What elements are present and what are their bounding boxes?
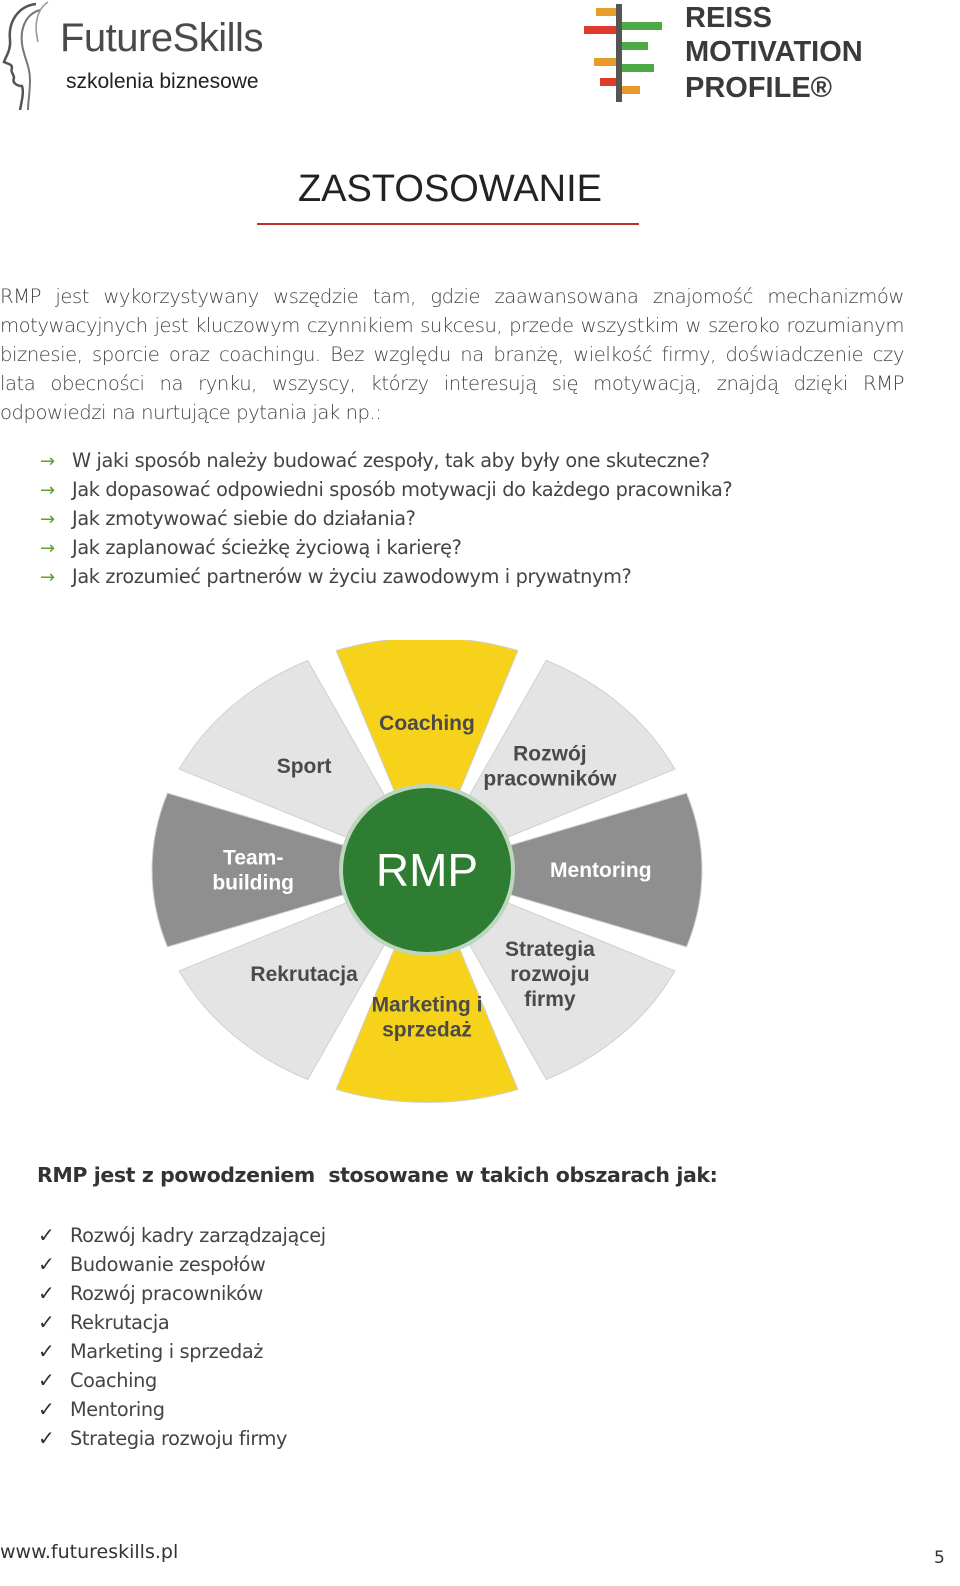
wheel-segment-label: Rekrutacja xyxy=(250,963,358,986)
page-number: 5 xyxy=(934,1548,945,1568)
rmp-logo-word-3: PROFILE® xyxy=(685,72,833,104)
wheel-segment xyxy=(435,877,676,1081)
wheel-segment xyxy=(335,640,519,853)
check-icon: ✓ xyxy=(38,1281,55,1305)
reiss-motivation-profile-logo: REISS MOTIVATION PROFILE® xyxy=(580,0,880,112)
rmp-logo-word-2: MOTIVATION xyxy=(685,36,863,68)
check-icon: ✓ xyxy=(38,1339,55,1363)
wheel-segment-label: Sport xyxy=(277,755,332,778)
futureskills-logo: FutureSkills szkolenia biznesowe xyxy=(0,0,330,112)
list-item: ✓Strategia rozwoju firmy xyxy=(38,1424,326,1453)
wheel-center-label: RMP xyxy=(376,844,478,896)
head-profile-icon xyxy=(2,1,49,111)
brand-tagline: szkolenia biznesowe xyxy=(66,70,259,93)
page-title: ZASTOSOWANIE xyxy=(297,168,603,210)
list-item: →W jaki sposób należy budować zespoły, t… xyxy=(40,446,732,475)
arrow-right-icon: → xyxy=(40,567,55,588)
wheel-segment xyxy=(335,887,519,1104)
rmp-bars-icon xyxy=(584,4,662,102)
arrow-right-icon: → xyxy=(40,538,55,559)
list-item: ✓Coaching xyxy=(38,1366,326,1395)
list-item: →Jak zrozumieć partnerów w życiu zawodow… xyxy=(40,562,732,591)
list-item: ✓Marketing i sprzedaż xyxy=(38,1337,326,1366)
check-icon: ✓ xyxy=(38,1223,55,1247)
check-icon: ✓ xyxy=(38,1368,55,1392)
wheel-segment xyxy=(178,877,419,1081)
check-icon: ✓ xyxy=(38,1426,55,1450)
list-item: ✓Rekrutacja xyxy=(38,1308,326,1337)
wheel-segment xyxy=(447,792,703,948)
wheel-segment-label: Coaching xyxy=(379,712,475,735)
list-item: →Jak dopasować odpowiedni sposób motywac… xyxy=(40,475,733,504)
wheel-center-circle xyxy=(339,784,515,956)
check-icon: ✓ xyxy=(38,1397,55,1421)
rmp-logo-word-1: REISS xyxy=(685,2,773,34)
list-item: →Jak zaplanować ścieżkę życiową i karier… xyxy=(40,533,732,562)
list-item: ✓Rozwój pracowników xyxy=(38,1279,326,1308)
list-item: →Jak zmotywować siebie do działania? xyxy=(40,504,732,533)
title-underline xyxy=(257,223,639,225)
wheel-segment-label: Mentoring xyxy=(550,859,651,882)
wheel-segment xyxy=(178,659,419,863)
check-icon: ✓ xyxy=(38,1252,55,1276)
areas-heading: RMP jest z powodzeniem stosowane w takic… xyxy=(37,1163,718,1187)
arrow-right-icon: → xyxy=(40,509,55,530)
wheel-segment xyxy=(151,792,407,948)
wheel-segment-label: Team-building xyxy=(212,847,294,895)
list-item: ✓Mentoring xyxy=(38,1395,326,1424)
check-icon: ✓ xyxy=(38,1310,55,1334)
wheel-segment xyxy=(435,659,676,863)
areas-list: ✓Rozwój kadry zarządzającej ✓Budowanie z… xyxy=(38,1221,326,1453)
brand-name: FutureSkills xyxy=(60,16,263,60)
list-item: ✓Budowanie zespołów xyxy=(38,1250,326,1279)
footer-url[interactable]: www.futureskills.pl xyxy=(0,1541,179,1563)
list-item: ✓Rozwój kadry zarządzającej xyxy=(38,1221,326,1250)
intro-paragraph: RMP jest wykorzystywany wszędzie tam, gd… xyxy=(0,285,904,424)
arrow-right-icon: → xyxy=(40,451,55,472)
arrow-right-icon: → xyxy=(40,480,55,501)
questions-list: →W jaki sposób należy budować zespoły, t… xyxy=(40,446,733,591)
